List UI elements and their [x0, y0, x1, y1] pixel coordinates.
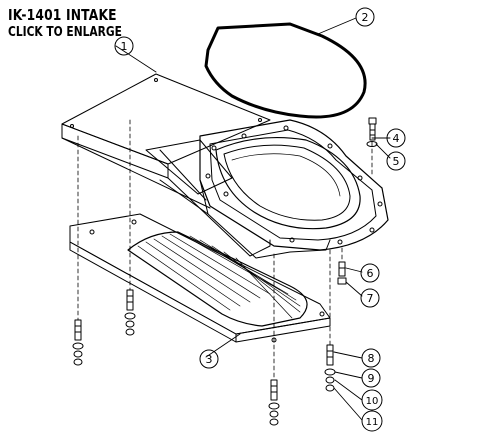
svg-text:7: 7	[367, 292, 374, 305]
svg-text:11: 11	[366, 417, 379, 428]
svg-text:6: 6	[367, 267, 374, 280]
assembly-lines	[77, 119, 373, 381]
fastener-stack-bottom	[268, 379, 280, 426]
fastener-stack-center-left	[124, 289, 136, 336]
callout-3: 3	[199, 349, 219, 369]
callout-8: 8	[361, 348, 381, 368]
leader-lines	[115, 17, 391, 421]
stud-and-nut	[337, 261, 347, 285]
flange-bolt	[366, 117, 378, 147]
intake-body-part	[61, 73, 389, 259]
callout-10: 10	[361, 389, 383, 411]
svg-text:8: 8	[368, 352, 375, 365]
callout-2: 2	[355, 7, 375, 27]
callout-11: 11	[361, 410, 383, 432]
diagram-title: IK-1401 INTAKE	[8, 6, 117, 24]
svg-text:5: 5	[393, 155, 400, 168]
callout-6: 6	[360, 263, 380, 283]
svg-text:1: 1	[121, 40, 128, 53]
svg-text:10: 10	[366, 396, 379, 407]
svg-text:3: 3	[206, 353, 213, 366]
callout-9: 9	[361, 368, 381, 388]
svg-text:2: 2	[362, 11, 369, 24]
fastener-stack-right	[324, 344, 336, 392]
floor-plate-part	[69, 213, 331, 343]
fastener-stack-left	[72, 319, 84, 366]
gasket-part	[204, 22, 367, 119]
callout-5: 5	[386, 151, 406, 171]
callout-7: 7	[360, 288, 380, 308]
svg-text:9: 9	[368, 372, 375, 385]
svg-text:4: 4	[393, 132, 400, 145]
callout-1: 1	[114, 36, 134, 56]
click-to-enlarge-link[interactable]: CLICK TO ENLARGE	[8, 25, 122, 40]
callout-4: 4	[386, 128, 406, 148]
